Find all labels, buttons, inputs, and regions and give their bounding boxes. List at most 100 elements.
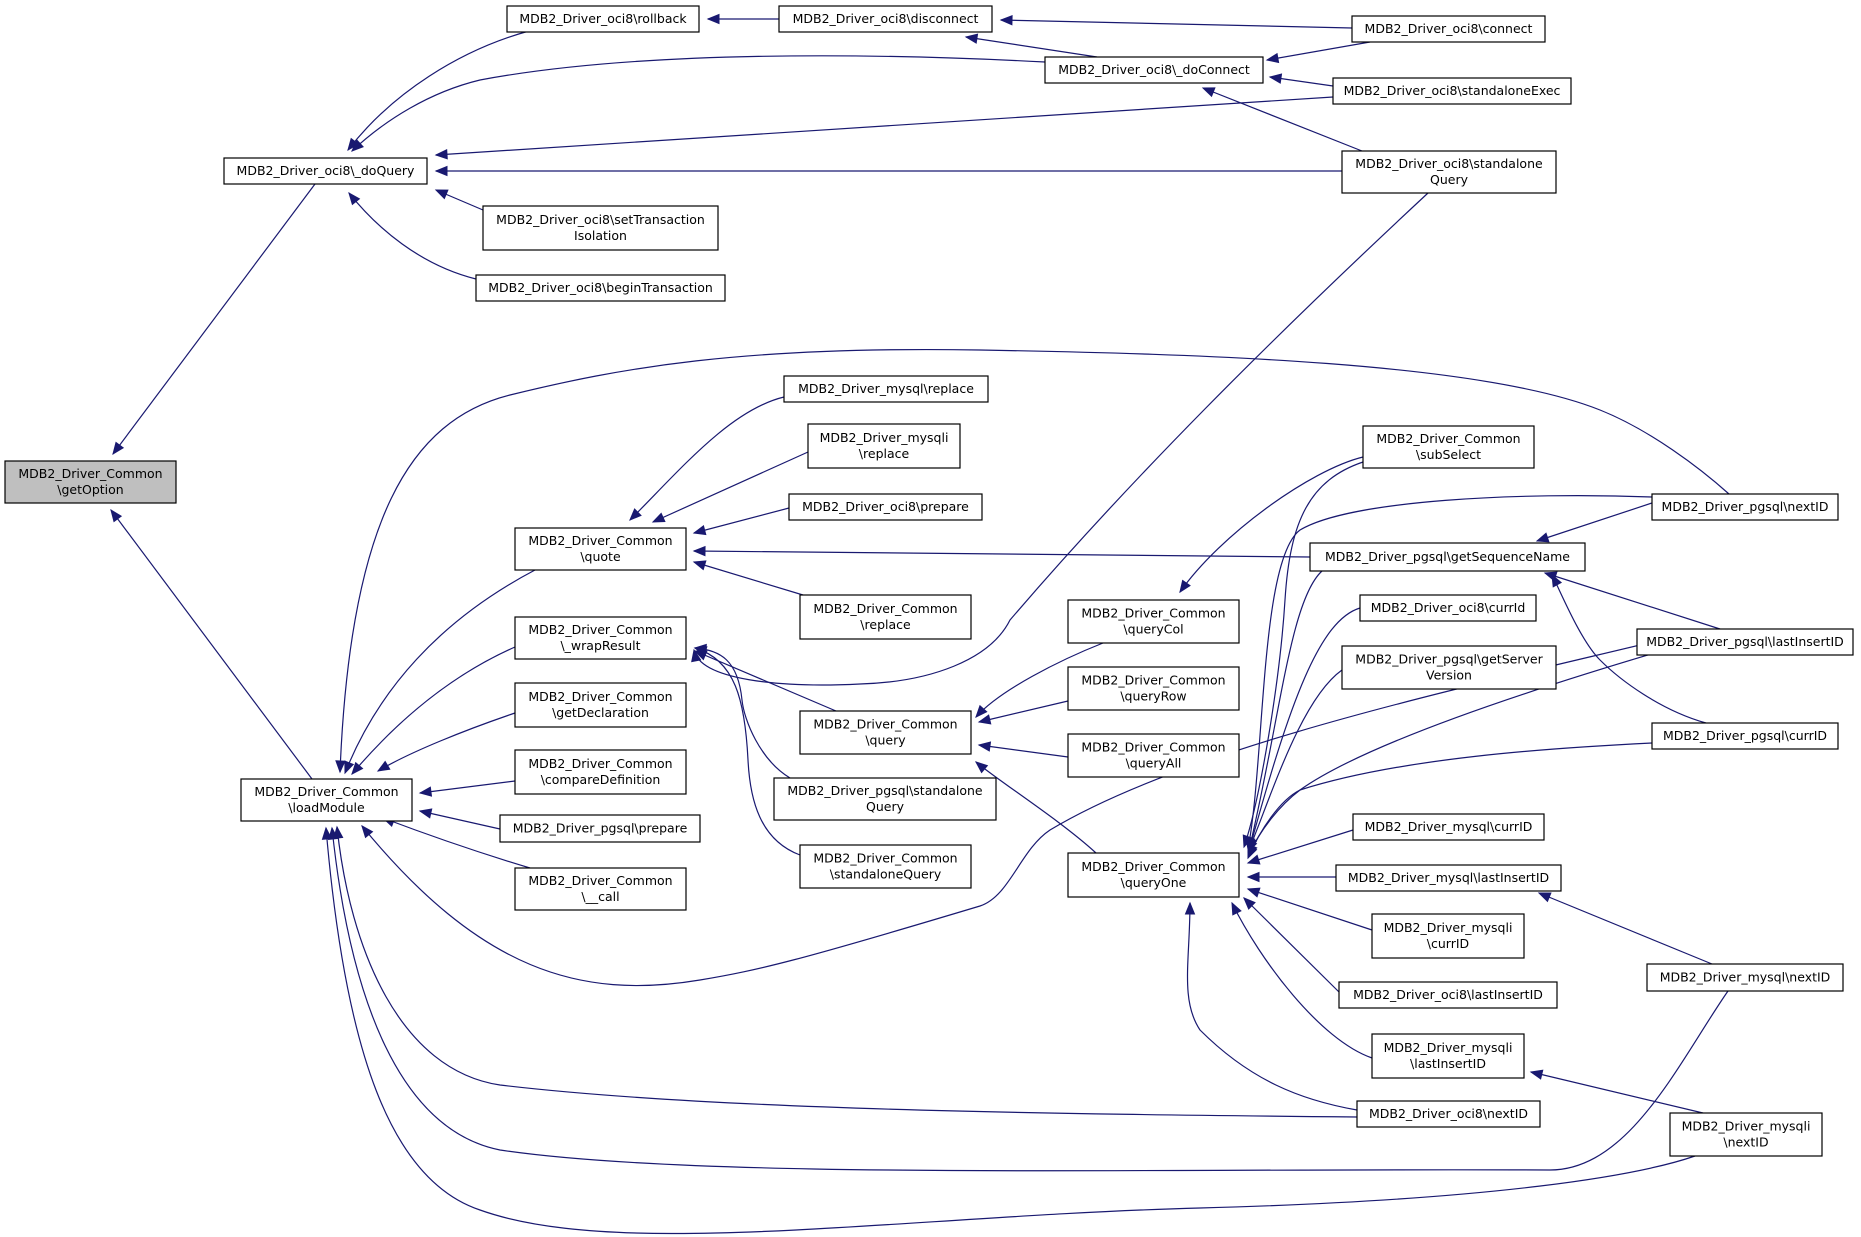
- node-box[interactable]: [1341, 150, 1557, 194]
- node-pgsql_getSequenceName[interactable]: MDB2_Driver_pgsql\getSequenceName: [1309, 542, 1586, 572]
- node-box[interactable]: [1669, 1112, 1823, 1157]
- edge-loadModule-to-getOption: [110, 508, 313, 780]
- node-pgsql_nextID[interactable]: MDB2_Driver_pgsql\nextID: [1651, 493, 1839, 521]
- node-box[interactable]: [773, 777, 997, 821]
- node-label: \lastInsertID: [1410, 1056, 1486, 1071]
- node-box[interactable]: [783, 375, 989, 403]
- node-box[interactable]: [1332, 77, 1572, 105]
- node-oci8_doConnect[interactable]: MDB2_Driver_oci8\_doConnect: [1044, 56, 1264, 84]
- edge-mysqli_currID-to-queryOne: [1246, 887, 1373, 931]
- node-box[interactable]: [1359, 594, 1537, 622]
- node-box[interactable]: [514, 867, 687, 911]
- node-box[interactable]: [240, 778, 413, 822]
- edge-line: [348, 192, 477, 280]
- node-box[interactable]: [1338, 981, 1558, 1009]
- edge-wrapResult-to-loadModule: [351, 646, 516, 776]
- node-wrapResult[interactable]: MDB2_Driver_Common\_wrapResult: [514, 616, 687, 660]
- node-oci8_rollback[interactable]: MDB2_Driver_oci8\rollback: [506, 5, 700, 33]
- node-box[interactable]: [1335, 864, 1562, 892]
- node-box[interactable]: [514, 527, 687, 571]
- node-queryOne[interactable]: MDB2_Driver_Common\queryOne: [1067, 852, 1240, 898]
- node-pgsql_currID[interactable]: MDB2_Driver_pgsql\currID: [1651, 722, 1839, 750]
- node-oci8_currId[interactable]: MDB2_Driver_oci8\currId: [1359, 594, 1537, 622]
- node-oci8_standaloneQuery[interactable]: MDB2_Driver_oci8\standaloneQuery: [1341, 150, 1557, 194]
- node-mysql_nextID[interactable]: MDB2_Driver_mysql\nextID: [1646, 963, 1844, 992]
- node-box[interactable]: [799, 594, 972, 640]
- node-box[interactable]: [1067, 852, 1240, 898]
- node-box[interactable]: [475, 274, 726, 302]
- node-box[interactable]: [506, 5, 700, 33]
- node-box[interactable]: [4, 460, 177, 504]
- node-box[interactable]: [1356, 1100, 1541, 1128]
- node-oci8_beginTransaction[interactable]: MDB2_Driver_oci8\beginTransaction: [475, 274, 726, 302]
- edge-mysqli_replace-to-quote: [651, 451, 809, 523]
- node-box[interactable]: [514, 616, 687, 660]
- node-oci8_disconnect[interactable]: MDB2_Driver_oci8\disconnect: [778, 5, 993, 33]
- node-oci8_lastInsertID[interactable]: MDB2_Driver_oci8\lastInsertID: [1338, 981, 1558, 1009]
- node-box[interactable]: [499, 814, 701, 843]
- node-mysql_lastInsertID[interactable]: MDB2_Driver_mysql\lastInsertID: [1335, 864, 1562, 892]
- node-box[interactable]: [1371, 1033, 1525, 1079]
- node-box[interactable]: [1067, 666, 1240, 711]
- node-box[interactable]: [1352, 813, 1545, 841]
- node-oci8_standaloneExec[interactable]: MDB2_Driver_oci8\standaloneExec: [1332, 77, 1572, 105]
- node-box[interactable]: [788, 493, 983, 521]
- node-mysql_currID[interactable]: MDB2_Driver_mysql\currID: [1352, 813, 1545, 841]
- node-common_call[interactable]: MDB2_Driver_Common\__call: [514, 867, 687, 911]
- node-compareDefinition[interactable]: MDB2_Driver_Common\compareDefinition: [514, 749, 687, 795]
- node-queryCol[interactable]: MDB2_Driver_Common\queryCol: [1067, 599, 1240, 644]
- arrowhead-icon: [1551, 573, 1563, 588]
- node-box[interactable]: [482, 205, 719, 251]
- node-box[interactable]: [1651, 722, 1839, 750]
- node-box[interactable]: [1371, 913, 1525, 959]
- node-label: \compareDefinition: [541, 772, 661, 787]
- node-label: MDB2_Driver_oci8\standaloneExec: [1344, 83, 1561, 98]
- node-pgsql_standaloneQuery[interactable]: MDB2_Driver_pgsql\standaloneQuery: [773, 777, 997, 821]
- node-common_replace[interactable]: MDB2_Driver_Common\replace: [799, 594, 972, 640]
- node-box[interactable]: [807, 423, 961, 469]
- edge-quote-to-loadModule: [344, 569, 536, 775]
- node-common_query[interactable]: MDB2_Driver_Common\query: [799, 710, 972, 755]
- node-box[interactable]: [1044, 56, 1264, 84]
- node-oci8_prepare[interactable]: MDB2_Driver_oci8\prepare: [788, 493, 983, 521]
- node-mysqli_currID[interactable]: MDB2_Driver_mysqli\currID: [1371, 913, 1525, 959]
- node-pgsql_lastInsertID[interactable]: MDB2_Driver_pgsql\lastInsertID: [1636, 628, 1854, 656]
- node-oci8_nextID[interactable]: MDB2_Driver_oci8\nextID: [1356, 1100, 1541, 1128]
- node-quote[interactable]: MDB2_Driver_Common\quote: [514, 527, 687, 571]
- node-common_standaloneQuery[interactable]: MDB2_Driver_Common\standaloneQuery: [799, 844, 972, 889]
- edge-oci8_rollback-to-oci8_doQuery: [347, 30, 530, 152]
- node-mysqli_nextID[interactable]: MDB2_Driver_mysqli\nextID: [1669, 1112, 1823, 1157]
- node-queryAll[interactable]: MDB2_Driver_Common\queryAll: [1067, 733, 1240, 778]
- node-oci8_connect[interactable]: MDB2_Driver_oci8\connect: [1351, 15, 1546, 43]
- node-box[interactable]: [799, 844, 972, 889]
- node-box[interactable]: [1651, 493, 1839, 521]
- node-box[interactable]: [1362, 425, 1535, 469]
- edge-line: [347, 30, 530, 151]
- node-box[interactable]: [223, 157, 428, 185]
- node-oci8_doQuery[interactable]: MDB2_Driver_oci8\_doQuery: [223, 157, 428, 185]
- node-getOption[interactable]: MDB2_Driver_Common\getOption: [4, 460, 177, 504]
- node-mysqli_lastInsertID[interactable]: MDB2_Driver_mysqli\lastInsertID: [1371, 1033, 1525, 1079]
- edge-common_replace-to-quote: [692, 560, 804, 596]
- node-mysql_replace[interactable]: MDB2_Driver_mysql\replace: [783, 375, 989, 403]
- node-box[interactable]: [799, 710, 972, 755]
- node-box[interactable]: [1636, 628, 1854, 656]
- node-box[interactable]: [514, 682, 687, 728]
- node-getDeclaration[interactable]: MDB2_Driver_Common\getDeclaration: [514, 682, 687, 728]
- node-box[interactable]: [1341, 645, 1557, 690]
- node-box[interactable]: [1309, 542, 1586, 572]
- node-pgsql_prepare[interactable]: MDB2_Driver_pgsql\prepare: [499, 814, 701, 843]
- node-subSelect[interactable]: MDB2_Driver_Common\subSelect: [1362, 425, 1535, 469]
- node-box[interactable]: [514, 749, 687, 795]
- node-box[interactable]: [1067, 733, 1240, 778]
- node-box[interactable]: [1351, 15, 1546, 43]
- node-box[interactable]: [1067, 599, 1240, 644]
- node-box[interactable]: [1646, 963, 1844, 992]
- arrowhead-icon: [629, 508, 642, 521]
- node-loadModule[interactable]: MDB2_Driver_Common\loadModule: [240, 778, 413, 822]
- node-mysqli_replace[interactable]: MDB2_Driver_mysqli\replace: [807, 423, 961, 469]
- node-queryRow[interactable]: MDB2_Driver_Common\queryRow: [1067, 666, 1240, 711]
- node-box[interactable]: [778, 5, 993, 33]
